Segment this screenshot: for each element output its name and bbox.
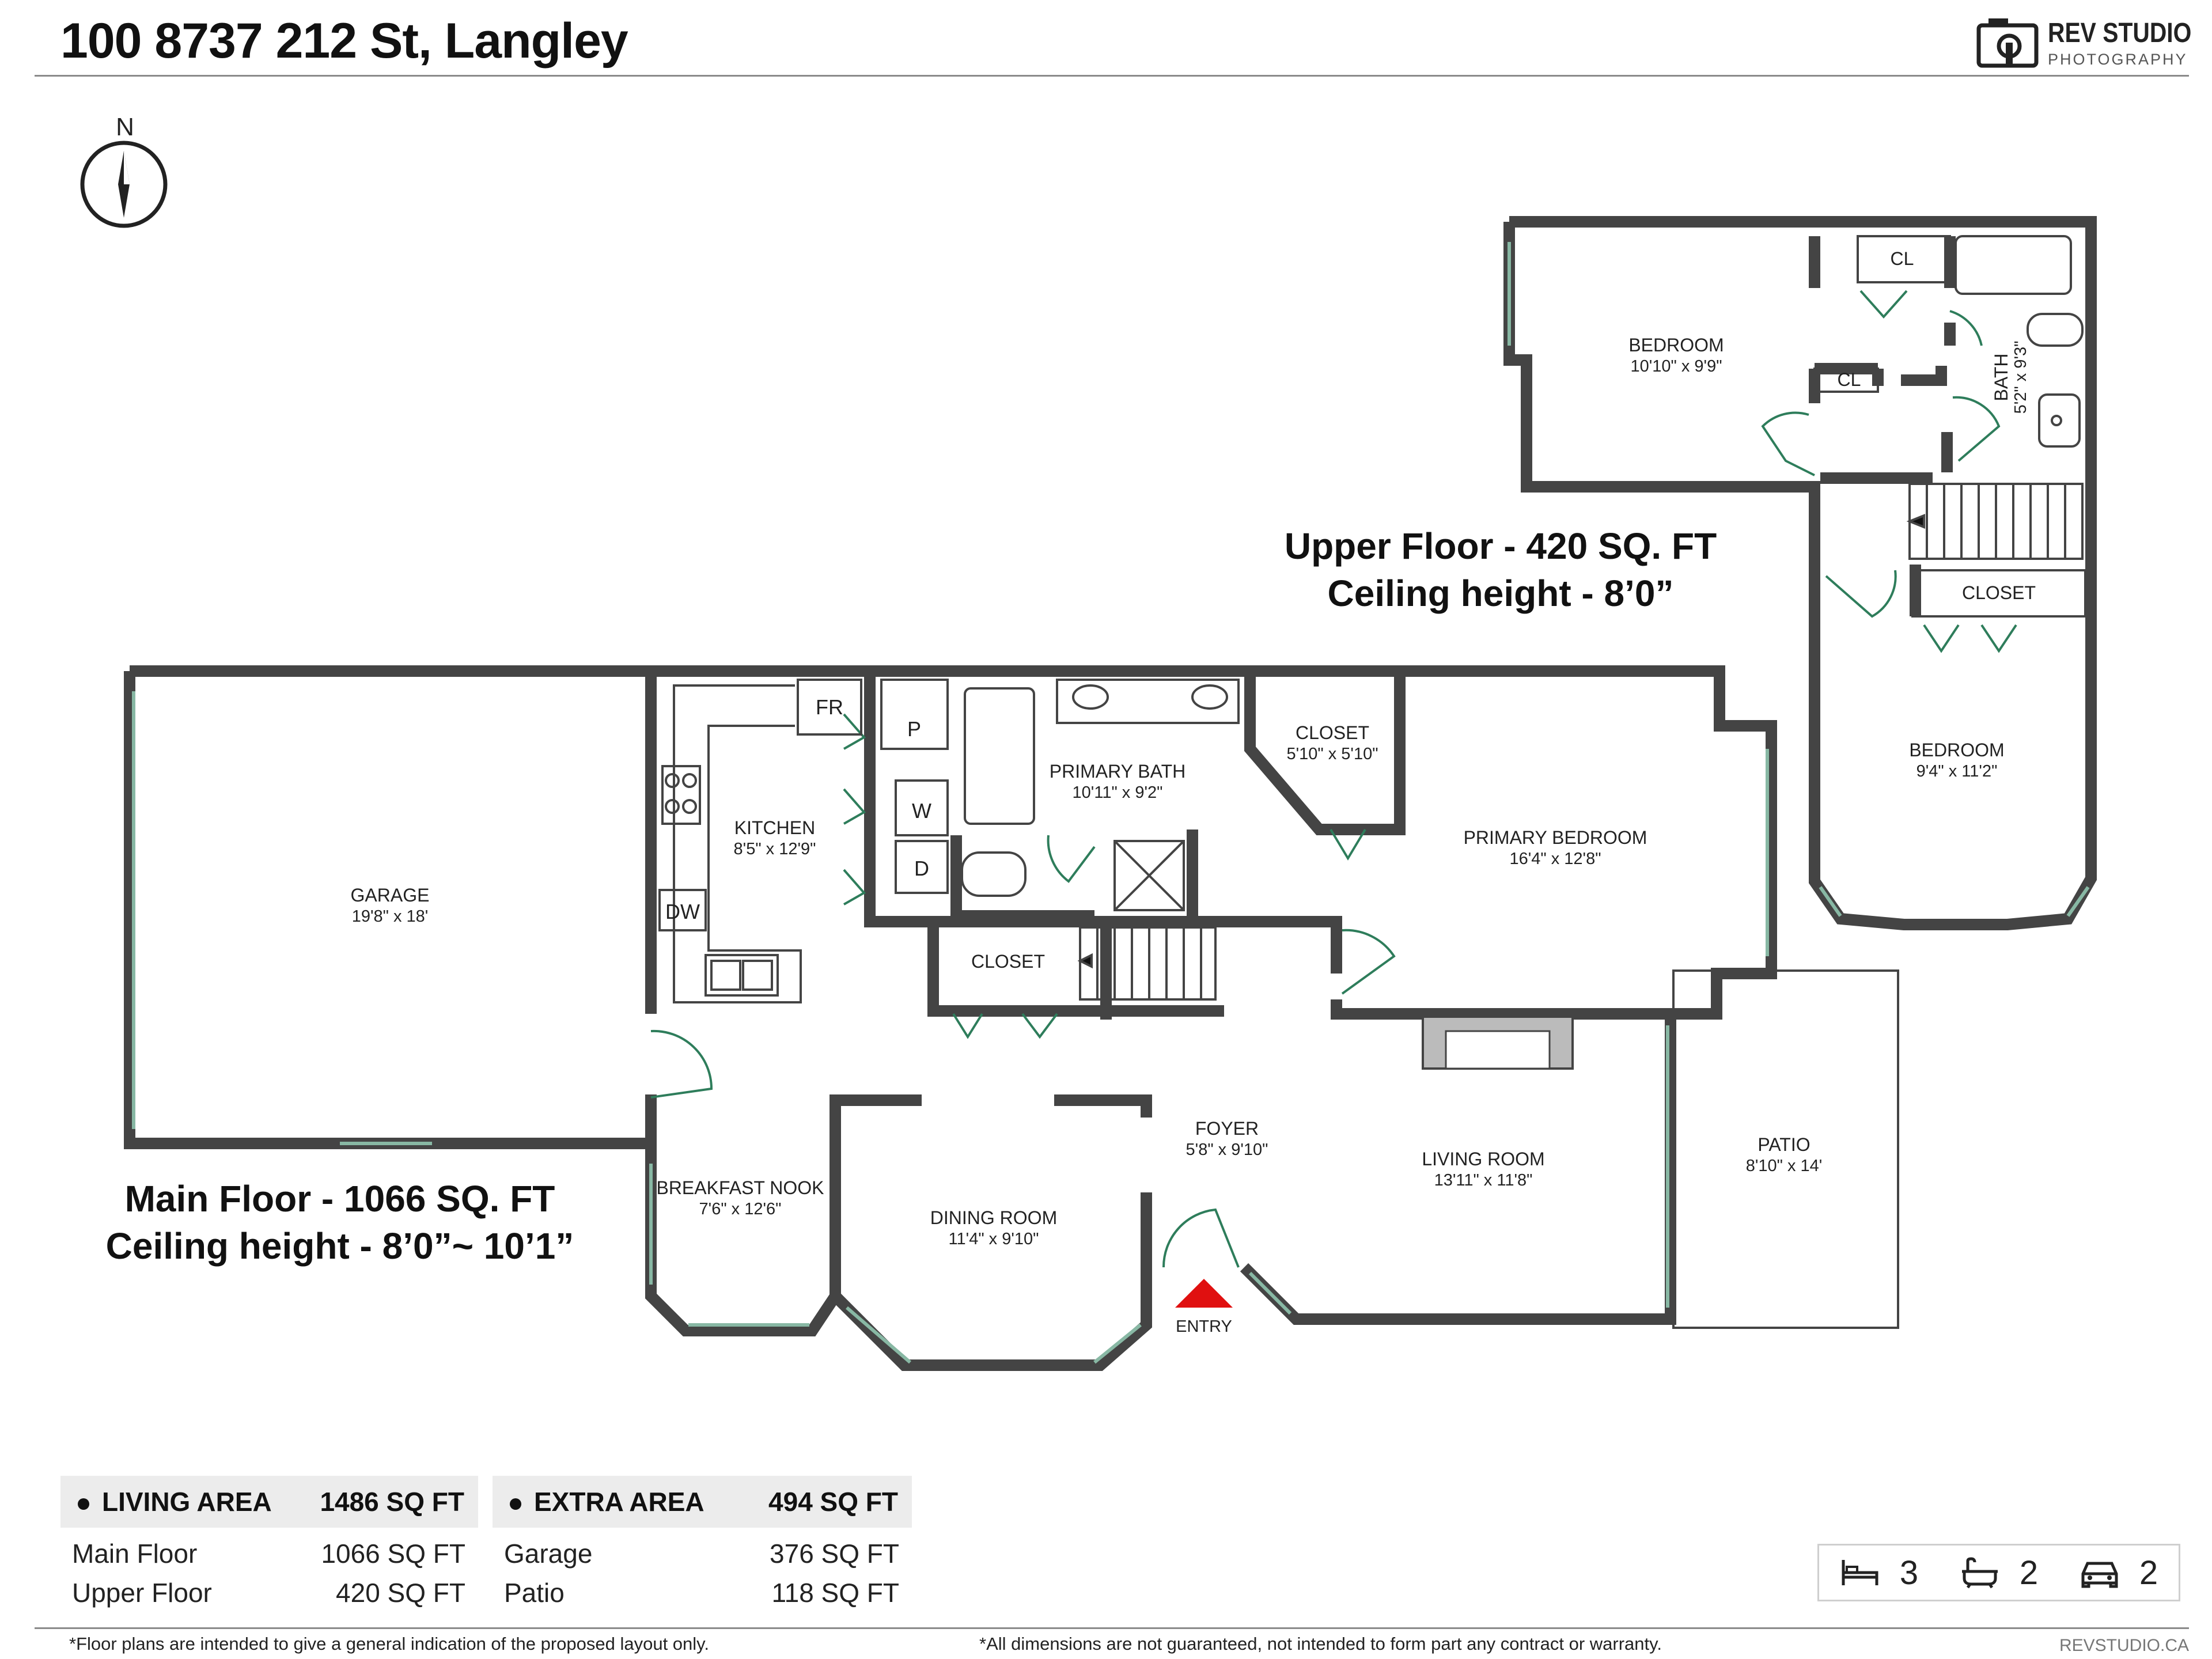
upper-floor-doors: [1761, 290, 2017, 653]
bed-icon: [1842, 1560, 1878, 1585]
compass-north-label: N: [116, 113, 134, 141]
upper-floor-windows: [1508, 242, 2090, 917]
camera-icon: [1976, 18, 2039, 68]
room-name-closet-walkin: CLOSET: [1296, 722, 1369, 743]
living-area-row-value: 1066 SQ FT: [321, 1539, 465, 1569]
main-floor-title: Main Floor - 1066 SQ. FT: [125, 1178, 555, 1219]
footer-divider: [35, 1627, 2189, 1629]
extra-area-table: EXTRA AREA 494 SQ FT Garage 376 SQ FT Pa…: [493, 1476, 912, 1608]
room-name-bedroom-upper-2: BEDROOM: [1909, 740, 2004, 760]
room-name-foyer: FOYER: [1195, 1118, 1259, 1139]
upper-floor-ceiling: Ceiling height - 8’0”: [1328, 573, 1674, 614]
stat-parking: 2: [2080, 1554, 2158, 1592]
stat-bedrooms: 3: [1840, 1554, 1918, 1592]
brand-logo: REV STUDIO PHOTOGRAPHY: [1976, 13, 2191, 70]
room-name-kitchen: KITCHEN: [734, 817, 815, 838]
footer-website: REVSTUDIO.CA: [2059, 1636, 2189, 1655]
extra-area-total: 494 SQ FT: [768, 1487, 898, 1517]
fixture-washer: W: [912, 799, 931, 823]
extra-area-row-value: 376 SQ FT: [770, 1539, 899, 1569]
living-area-header: LIVING AREA 1486 SQ FT: [60, 1476, 478, 1528]
extra-area-title: EXTRA AREA: [534, 1487, 704, 1517]
living-area-total: 1486 SQ FT: [320, 1487, 464, 1517]
extra-area-header: EXTRA AREA 494 SQ FT: [493, 1476, 912, 1528]
logo-main-text: REV STUDIO: [2048, 18, 2192, 48]
room-dim-dining-room: 11'4" x 9'10": [949, 1230, 1039, 1248]
bedroom-count: 3: [1899, 1554, 1919, 1592]
property-stats: 3 2 2: [1817, 1544, 2180, 1601]
living-area-row-label: Upper Floor: [72, 1578, 212, 1608]
room-dim-garage: 19'8" x 18': [352, 907, 429, 926]
room-name-cl-2: CL: [1838, 369, 1861, 390]
room-dim-bedroom-upper-1: 10'10" x 9'9": [1630, 357, 1722, 376]
room-name-dining-room: DINING ROOM: [930, 1207, 1057, 1228]
room-dim-breakfast-nook: 7'6" x 12'6": [699, 1200, 782, 1218]
living-area-row-value: 420 SQ FT: [336, 1578, 465, 1608]
room-dim-primary-bedroom: 16'4" x 12'8": [1509, 850, 1601, 868]
car-icon: [2081, 1562, 2118, 1588]
entry-marker-icon: [1175, 1279, 1233, 1308]
extra-area-row: Patio 118 SQ FT: [493, 1577, 912, 1608]
patio-outline: [1672, 969, 1899, 1329]
compass-icon: N: [80, 113, 168, 228]
room-dim-closet-walkin: 5'10" x 5'10": [1286, 745, 1378, 763]
room-name-cl-1: CL: [1891, 248, 1914, 269]
room-name-garage: GARAGE: [351, 885, 430, 906]
room-name-patio: PATIO: [1758, 1134, 1810, 1155]
room-name-closet-main: CLOSET: [971, 951, 1045, 972]
extra-area-row-label: Patio: [504, 1578, 565, 1608]
footer-disclaimer-dimensions: *All dimensions are not guaranteed, not …: [979, 1634, 1662, 1654]
room-name-bath-upper: BATH: [1991, 354, 2012, 402]
main-floor-walls: [124, 665, 1777, 1371]
header-divider: [35, 75, 2189, 77]
kitchen-fixtures: [658, 679, 949, 1003]
room-dim-foyer: 5'8" x 9'10": [1186, 1141, 1268, 1159]
footer-disclaimer-layout: *Floor plans are intended to give a gene…: [69, 1634, 709, 1654]
parking-count: 2: [2139, 1554, 2158, 1592]
room-name-primary-bedroom: PRIMARY BEDROOM: [1464, 827, 1647, 848]
living-area-row: Upper Floor 420 SQ FT: [60, 1577, 478, 1608]
living-area-row: Main Floor 1066 SQ FT: [60, 1538, 478, 1569]
room-dim-living-room: 13'11" x 11'8": [1434, 1171, 1533, 1190]
bathtub-icon: [1961, 1557, 1998, 1589]
room-dim-kitchen: 8'5" x 12'9": [734, 840, 816, 858]
main-stairs: [1077, 926, 1217, 1001]
room-dim-bath-upper: 5'2" x 9'3": [2012, 341, 2030, 414]
stat-bathrooms: 2: [1960, 1554, 2038, 1592]
main-floor-doors: [650, 713, 1396, 1268]
room-name-living-room: LIVING ROOM: [1422, 1149, 1544, 1169]
room-name-breakfast-nook: BREAKFAST NOOK: [656, 1177, 824, 1198]
main-floor-ceiling: Ceiling height - 8’0”~ 10’1”: [106, 1225, 574, 1267]
upper-closets: [1813, 235, 1951, 393]
fireplace: [1422, 1016, 1574, 1070]
room-dim-patio: 8'10" x 14': [1746, 1157, 1823, 1175]
living-area-title: LIVING AREA: [102, 1487, 272, 1517]
upper-closet-box: [1911, 569, 2086, 618]
extra-area-row-label: Garage: [504, 1539, 593, 1569]
upper-stairs: [1906, 483, 2084, 560]
primary-bath-fixtures: [961, 679, 1240, 911]
upper-bath-fixtures: [1955, 235, 2084, 448]
fixture-dishwasher: DW: [665, 900, 700, 923]
room-name-closet-upper: CLOSET: [1962, 582, 2036, 603]
room-dim-primary-bath: 10'11" x 9'2": [1073, 783, 1163, 802]
logo-sub-text: PHOTOGRAPHY: [2048, 51, 2188, 68]
room-name-primary-bath: PRIMARY BATH: [1050, 761, 1186, 782]
main-floor-windows: [132, 691, 1769, 1364]
upper-floor-title: Upper Floor - 420 SQ. FT: [1285, 525, 1717, 567]
living-area-table: LIVING AREA 1486 SQ FT Main Floor 1066 S…: [60, 1476, 478, 1608]
fixture-dryer: D: [914, 857, 929, 880]
entry-label: ENTRY: [1176, 1317, 1232, 1336]
fixture-fridge: FR: [816, 695, 843, 719]
extra-area-row: Garage 376 SQ FT: [493, 1538, 912, 1569]
room-name-bedroom-upper-1: BEDROOM: [1628, 335, 1724, 355]
bathroom-count: 2: [2019, 1554, 2039, 1592]
fixture-pantry: P: [907, 717, 921, 741]
living-area-row-label: Main Floor: [72, 1539, 198, 1569]
extra-area-row-value: 118 SQ FT: [771, 1578, 899, 1608]
property-address: 100 8737 212 St, Langley: [60, 13, 628, 69]
room-dim-bedroom-upper-2: 9'4" x 11'2": [1916, 762, 1998, 781]
bath-upper-label-group: BATH 5'2" x 9'3": [1991, 341, 2030, 414]
